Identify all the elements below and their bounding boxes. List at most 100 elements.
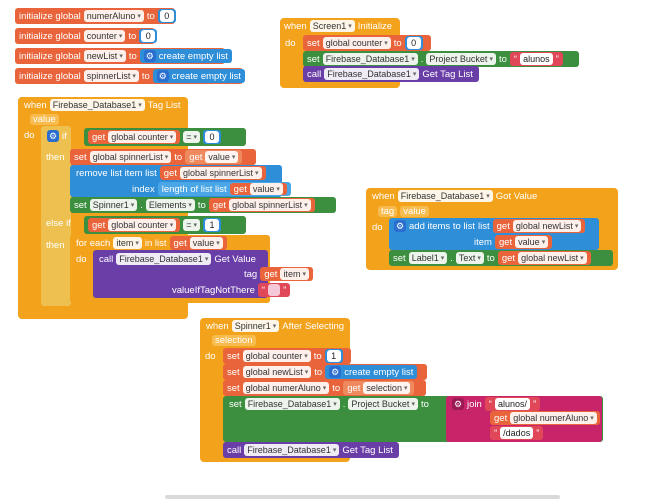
number-block[interactable]: 0 [404,36,423,50]
variable-dropdown[interactable]: global numerAluno [510,412,597,424]
variable-dropdown[interactable]: global spinnerList [89,151,172,163]
text-value[interactable] [268,284,281,296]
number-block[interactable]: 1 [203,218,222,232]
variable-dropdown[interactable]: global newList [242,366,312,378]
create-empty-list-block[interactable]: ⚙ create empty list [152,69,245,83]
component-dropdown[interactable]: Firebase_Database1 [244,398,340,410]
property-dropdown[interactable]: Project Bucket [426,53,496,65]
component-dropdown[interactable]: Firebase_Database1 [397,190,493,202]
text-value[interactable]: /dados [500,427,534,439]
get-value-block[interactable]: get value [169,236,227,250]
global-counter-block[interactable]: initialize global counter to 0 [15,28,158,44]
number-block[interactable]: 0 [157,9,176,23]
length-of-list-block[interactable]: length of list list get value [157,182,291,196]
property-dropdown[interactable]: Text [455,252,484,264]
number-value[interactable]: 0 [205,131,220,143]
get-item-block[interactable]: get item [260,267,313,281]
text-block[interactable]: “alunos/” [484,397,541,411]
number-value[interactable]: 0 [159,10,174,22]
variable-dropdown[interactable]: global counter [108,131,177,143]
get-selection-block[interactable]: get selection [343,381,415,395]
operator-dropdown[interactable]: = [183,219,201,231]
gear-icon[interactable]: ⚙ [452,398,464,410]
number-block[interactable]: 0 [139,29,158,43]
set-spinner-elements-block[interactable]: set Spinner1 . Elements to get global sp… [70,197,336,213]
variable-dropdown[interactable]: selection [363,382,411,394]
variable-dropdown[interactable]: global newList [512,220,582,232]
number-block[interactable]: 0 [203,130,222,144]
get-spinnerlist-block[interactable]: get global spinnerList [159,166,266,180]
variable-dropdown[interactable]: global counter [108,219,177,231]
number-value[interactable]: 1 [326,350,341,362]
text-value[interactable]: alunos [520,53,553,65]
component-dropdown[interactable]: Firebase_Database1 [322,53,418,65]
gear-icon[interactable]: ⚙ [394,220,406,232]
number-value[interactable]: 0 [141,30,156,42]
if-block[interactable] [41,126,71,306]
set-newlist-block[interactable]: set global newList to ⚙ create empty lis… [223,364,427,380]
compare-block[interactable]: get global counter = 0 [84,128,246,146]
get-numeraluno-block[interactable]: get global numerAluno [490,411,600,425]
operator-dropdown[interactable]: = [183,131,201,143]
component-dropdown[interactable]: Firebase_Database1 [324,68,420,80]
set-project-bucket-block[interactable]: set Firebase_Database1 . Project Bucket … [303,51,579,67]
loop-variable[interactable]: item [113,237,142,249]
variable-dropdown[interactable]: value [189,237,223,249]
variable-dropdown[interactable]: global numerAluno [242,382,330,394]
component-dropdown[interactable]: Screen1 [309,20,355,32]
variable-dropdown[interactable]: value [249,183,283,195]
create-empty-list-block[interactable]: ⚙ create empty list [325,365,418,379]
set-spinnerlist-block[interactable]: set global spinnerList to get value [70,149,256,165]
variable-name[interactable]: numerAluno [83,10,144,22]
variable-name[interactable]: newList [83,50,126,62]
horizontal-scrollbar[interactable] [165,495,560,499]
component-dropdown[interactable]: Label1 [408,252,448,264]
component-dropdown[interactable]: Spinner1 [231,320,280,332]
component-dropdown[interactable]: Firebase_Database1 [49,99,145,111]
component-dropdown[interactable]: Firebase_Database1 [116,253,212,265]
set-numeraluno-block[interactable]: set global numerAluno to get selection [223,380,426,396]
create-empty-list-block[interactable]: ⚙ create empty list [139,49,232,63]
param-selection[interactable]: selection [212,335,256,346]
call-get-tag-list-block[interactable]: call Firebase_Database1 Get Tag List [303,66,479,82]
param-value[interactable]: value [30,114,59,125]
text-block[interactable]: “alunos” [509,52,563,66]
set-counter-block[interactable]: set global counter to 1 [223,348,351,364]
get-spinnerlist-block[interactable]: get global spinnerList [208,198,315,212]
variable-name[interactable]: spinnerList [83,70,139,82]
number-block[interactable]: 1 [324,349,343,363]
gear-icon[interactable]: ⚙ [156,70,169,82]
get-value-block[interactable]: get value [494,235,553,249]
variable-dropdown[interactable]: global newList [518,252,587,264]
variable-dropdown[interactable]: global counter [322,37,391,49]
gear-icon[interactable]: ⚙ [47,130,59,142]
variable-dropdown[interactable]: global spinnerList [229,199,311,211]
empty-text-block[interactable]: “” [257,283,291,297]
get-counter-block[interactable]: get global counter [88,130,181,144]
property-dropdown[interactable]: Project Bucket [348,398,418,410]
number-value[interactable]: 0 [406,37,421,49]
text-value[interactable]: alunos/ [494,398,530,410]
get-value-block[interactable]: get value [185,150,243,164]
get-counter-block[interactable]: get global counter [88,218,181,232]
set-label-text-block[interactable]: set Label1 . Text to get global newList [389,250,613,266]
variable-dropdown[interactable]: global spinnerList [179,167,262,179]
variable-dropdown[interactable]: global counter [242,350,311,362]
get-value-block[interactable]: get value [229,183,287,195]
get-newlist-block[interactable]: get global newList [497,251,591,265]
property-dropdown[interactable]: Elements [145,199,195,211]
variable-dropdown[interactable]: value [205,151,239,163]
component-dropdown[interactable]: Firebase_Database1 [244,444,340,456]
variable-dropdown[interactable]: value [515,236,549,248]
get-newlist-block[interactable]: get global newList [492,219,586,233]
gear-icon[interactable]: ⚙ [143,50,156,62]
param-value[interactable]: value [400,205,429,217]
variable-name[interactable]: counter [83,30,126,42]
global-newlist-block[interactable]: initialize global newList to ⚙ create em… [15,48,232,64]
compare-block[interactable]: get global counter = 1 [84,216,246,234]
number-value[interactable]: 1 [205,219,220,231]
set-counter-block[interactable]: set global counter to 0 [303,35,431,51]
param-tag[interactable]: tag [378,205,398,217]
component-dropdown[interactable]: Spinner1 [89,199,138,211]
text-block[interactable]: “/dados” [490,426,544,440]
